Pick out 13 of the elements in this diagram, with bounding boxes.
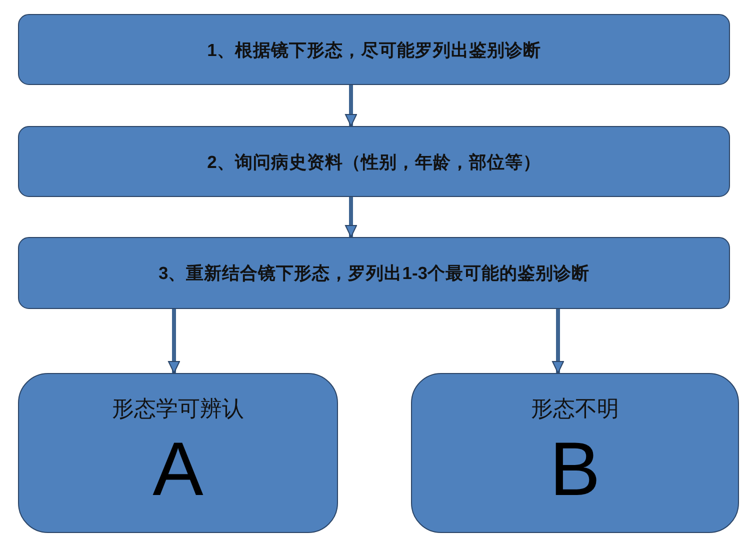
process-box: 1、根据镜下形态，尽可能罗列出鉴别诊断: [18, 14, 730, 85]
arrow: [552, 309, 564, 374]
box-heading: 形态学可辨认: [112, 396, 244, 421]
arrow: [168, 309, 180, 374]
outcome-box: [18, 373, 338, 533]
arrow: [345, 197, 357, 238]
outcome-letter: B: [550, 427, 600, 512]
process-box: 2、询问病史资料（性别，年龄，部位等）: [18, 126, 730, 197]
arrow: [345, 85, 357, 126]
outcome-letter: A: [152, 427, 204, 512]
box-heading: 形态不明: [531, 396, 619, 421]
outcome-box: [411, 373, 739, 533]
process-box: 3、重新结合镜下形态，罗列出1-3个最可能的鉴别诊断: [18, 237, 730, 309]
